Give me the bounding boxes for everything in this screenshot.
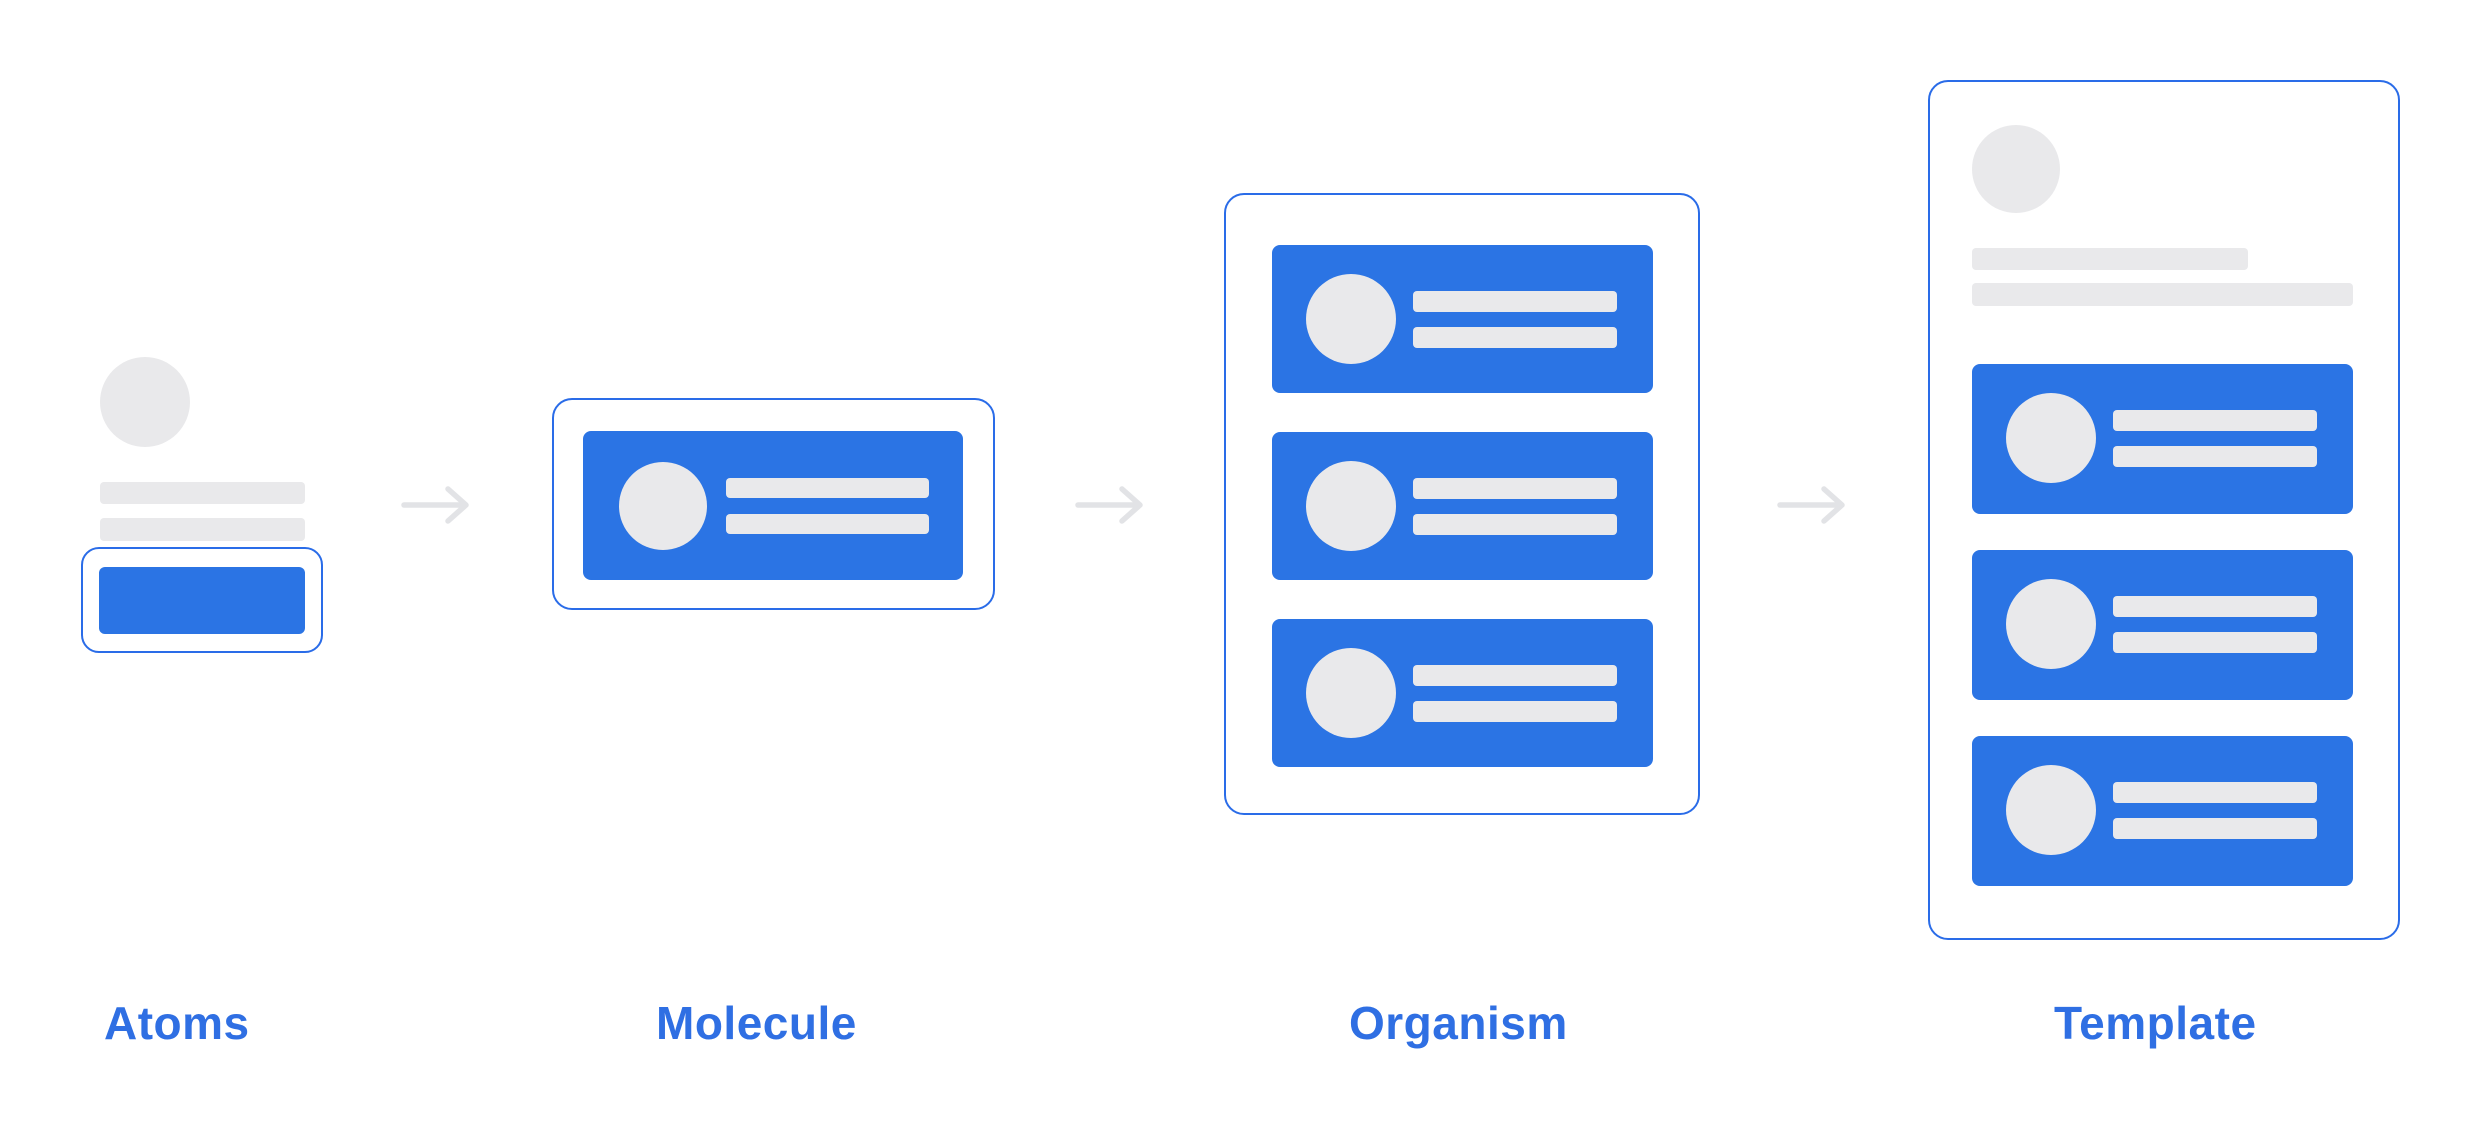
template-card [1972, 736, 2353, 886]
card-avatar-circle [2006, 579, 2096, 669]
card-avatar-circle [2006, 393, 2096, 483]
template-outline [1928, 80, 2400, 940]
atom-text-bar [100, 518, 305, 541]
card-avatar-circle [619, 462, 707, 550]
card-text-bar [1413, 665, 1617, 686]
card-text-bar [1413, 701, 1617, 722]
atom-text-bar [100, 482, 305, 504]
stage-label-organism: Organism [1349, 997, 1568, 1049]
organism-card [1272, 432, 1653, 580]
card-text-bar [1413, 514, 1617, 535]
card-text-bar [2113, 782, 2317, 803]
card-text-bar [726, 478, 929, 498]
stage-label-molecule: Molecule [656, 997, 857, 1049]
card-text-bar [2113, 596, 2317, 617]
template-card [1972, 364, 2353, 514]
right-arrow-icon [1075, 486, 1143, 524]
card-avatar-circle [1306, 461, 1396, 551]
template-card [1972, 550, 2353, 700]
card-text-bar [2113, 818, 2317, 839]
template-heading-bar [1972, 248, 2248, 270]
stage-label-template: Template [2054, 997, 2257, 1049]
organism-outline [1224, 193, 1700, 815]
atom-avatar-circle [100, 357, 190, 447]
card-text-bar [1413, 291, 1617, 312]
atom-button [99, 567, 305, 634]
card-text-bar [726, 514, 929, 534]
card-text-bar [1413, 327, 1617, 348]
right-arrow-icon [1777, 486, 1845, 524]
template-avatar-circle [1972, 125, 2060, 213]
card-text-bar [2113, 446, 2317, 467]
right-arrow-icon [401, 486, 469, 524]
molecule-outline [552, 398, 995, 610]
molecule-card [583, 431, 963, 580]
card-text-bar [1413, 478, 1617, 499]
card-text-bar [2113, 410, 2317, 431]
card-avatar-circle [1306, 274, 1396, 364]
card-avatar-circle [2006, 765, 2096, 855]
organism-card [1272, 619, 1653, 767]
atom-button-outline [81, 547, 323, 653]
template-heading-bar [1972, 283, 2353, 306]
card-avatar-circle [1306, 648, 1396, 738]
organism-card [1272, 245, 1653, 393]
card-text-bar [2113, 632, 2317, 653]
stage-label-atoms: Atoms [104, 997, 250, 1049]
